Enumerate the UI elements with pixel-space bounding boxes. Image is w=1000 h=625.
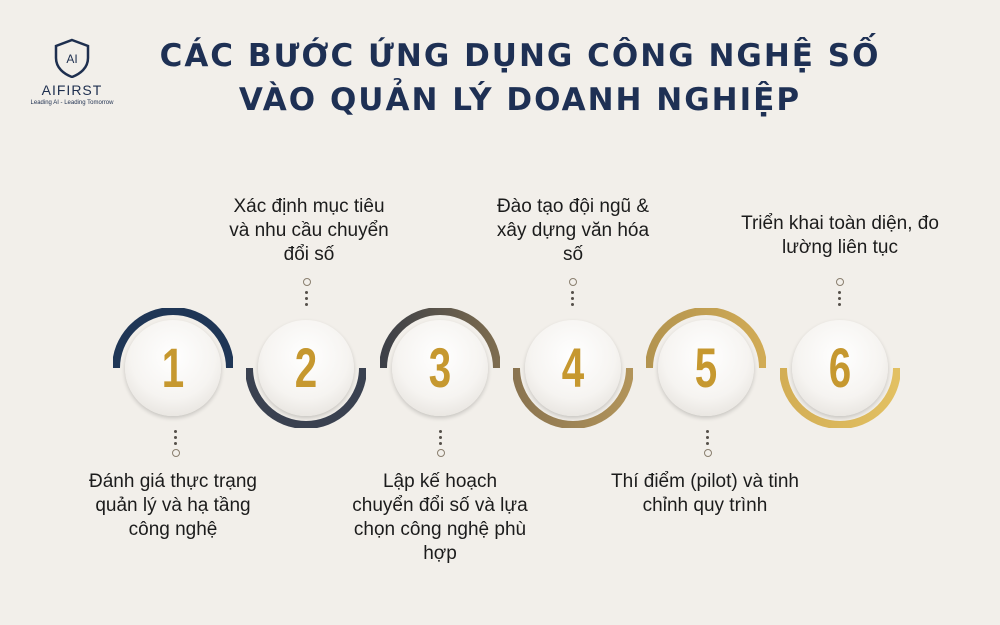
step-6: 6 [780, 308, 900, 428]
shield-logo-icon: AI [54, 38, 90, 78]
step-4-ring [513, 367, 633, 428]
step-3-number: 3 [428, 336, 452, 399]
step-6-number: 6 [828, 336, 852, 399]
step-4-connector [568, 278, 578, 314]
step-3-connector [436, 430, 446, 466]
brand-tagline: Leading AI - Leading Tomorrow [30, 100, 114, 106]
title-line-2: VÀO QUẢN LÝ DOANH NGHIỆP [238, 82, 802, 118]
step-2-ring [246, 367, 366, 428]
step-5-ring [646, 308, 766, 369]
step-5: 5 [646, 308, 766, 428]
step-5-number: 5 [694, 336, 718, 399]
step-1: 1 [113, 308, 233, 428]
brand-name: AIFIRST [41, 82, 103, 98]
step-1-label: Đánh giá thực trạng quản lý và hạ tầng c… [89, 471, 257, 540]
step-2-disc [258, 320, 354, 416]
brand-logo: AI AIFIRST Leading AI - Leading Tomorrow [22, 38, 122, 106]
step-3-label: Lập kế hoạch chuyển đổi số và lựa chọn c… [352, 471, 528, 564]
step-1-disc [125, 320, 221, 416]
step-6-disc [792, 320, 888, 416]
step-5-connector [703, 430, 713, 466]
page-title: CÁC BƯỚC ỨNG DỤNG CÔNG NGHỆ SỐ VÀO QUẢN … [140, 34, 900, 122]
step-6-connector [835, 278, 845, 314]
step-4: 4 [513, 308, 633, 428]
step-1-number: 1 [161, 336, 185, 399]
step-5-label: Thí điểm (pilot) và tinh chỉnh quy trình [611, 471, 799, 516]
step-2: 2 [246, 308, 366, 428]
step-6-ring [780, 367, 900, 428]
svg-text:AI: AI [66, 52, 77, 66]
step-6-label: Triển khai toàn diện, đo lường liên tục [741, 213, 939, 258]
step-1-connector [171, 430, 181, 466]
step-4-disc [525, 320, 621, 416]
step-3-ring [380, 308, 500, 369]
step-3: 3 [380, 308, 500, 428]
step-2-label: Xác định mục tiêu và nhu cầu chuyển đổi … [229, 196, 389, 265]
step-3-disc [392, 320, 488, 416]
step-4-number: 4 [561, 336, 585, 399]
step-2-number: 2 [294, 336, 318, 399]
step-2-connector [302, 278, 312, 314]
step-1-ring [113, 308, 233, 369]
step-5-disc [658, 320, 754, 416]
title-line-1: CÁC BƯỚC ỨNG DỤNG CÔNG NGHỆ SỐ [159, 38, 881, 74]
step-4-label: Đào tạo đội ngũ & xây dựng văn hóa số [496, 196, 650, 265]
